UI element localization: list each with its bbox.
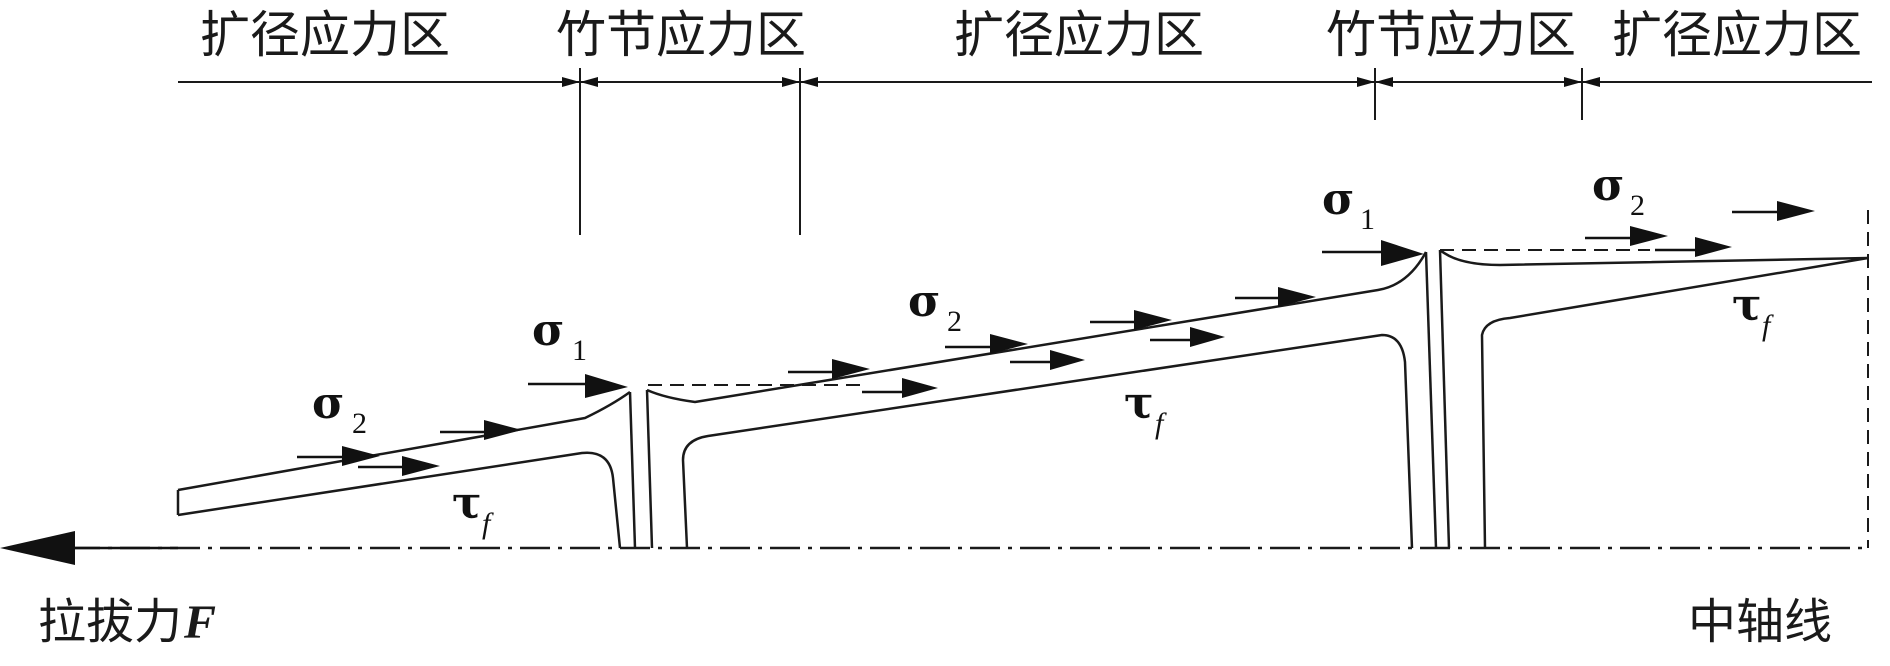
sigma1-label-2: σ 1 <box>1322 174 1375 236</box>
svg-text:F: F <box>183 596 216 649</box>
tau-arrow <box>1010 350 1085 370</box>
svg-text:2: 2 <box>947 305 962 338</box>
pull-force-arrow <box>0 531 178 565</box>
pull-force-label: 拉拔力 F <box>38 594 216 650</box>
tau-arrow <box>1655 237 1732 257</box>
svg-text:2: 2 <box>1630 189 1645 222</box>
sigma1-label-1: σ 1 <box>532 305 587 367</box>
svg-text:f: f <box>1762 309 1774 342</box>
sigma2-arrow <box>1235 287 1316 307</box>
tau-arrow <box>1150 327 1225 347</box>
svg-text:σ: σ <box>532 305 564 356</box>
svg-text:σ: σ <box>1322 174 1354 225</box>
svg-text:1: 1 <box>572 334 587 367</box>
svg-text:拉拔力: 拉拔力 <box>38 594 182 650</box>
sigma2-arrow <box>788 359 870 379</box>
anchor-segment-right <box>1424 249 1869 549</box>
svg-text:τ: τ <box>1124 378 1154 429</box>
svg-text:σ: σ <box>312 378 344 429</box>
tau-arrow <box>862 378 938 398</box>
zone-label-4: 竹节应力区 <box>1326 6 1576 64</box>
axis-label: 中轴线 <box>1688 594 1832 650</box>
sigma2-arrow <box>440 420 522 440</box>
sigma2-label-3: σ 2 <box>1592 160 1645 222</box>
svg-text:σ: σ <box>1592 160 1624 211</box>
zone-label-5: 扩径应力区 <box>1612 6 1862 64</box>
sigma2-arrow <box>945 334 1028 354</box>
zone-label-1: 扩径应力区 <box>200 6 450 64</box>
sigma1-arrow-1 <box>528 374 628 398</box>
tau-label-3: τ f <box>1732 280 1774 342</box>
sigma2-arrow <box>297 446 380 466</box>
zone-label-2: 竹节应力区 <box>556 6 806 64</box>
svg-text:f: f <box>482 507 494 540</box>
svg-text:τ: τ <box>452 478 482 529</box>
svg-text:f: f <box>1155 407 1167 440</box>
svg-text:1: 1 <box>1360 203 1375 236</box>
svg-text:σ: σ <box>908 276 940 327</box>
sigma2-arrow <box>1732 201 1815 221</box>
anchor-segment-left <box>176 251 1428 549</box>
tau-label-1: τ f <box>452 478 494 540</box>
sigma2-label-1: σ 2 <box>312 378 367 440</box>
zone-label-3: 扩径应力区 <box>954 6 1204 64</box>
zone-dimension-line <box>178 68 1872 235</box>
tau-arrow <box>358 456 440 476</box>
sigma2-label-2: σ 2 <box>908 276 962 338</box>
tau-label-2: τ f <box>1124 378 1167 440</box>
sigma1-arrow-2 <box>1322 240 1424 266</box>
sigma2-arrow <box>1090 310 1172 330</box>
svg-text:2: 2 <box>352 407 367 440</box>
sigma2-arrow <box>1585 226 1668 246</box>
svg-text:τ: τ <box>1732 280 1762 331</box>
